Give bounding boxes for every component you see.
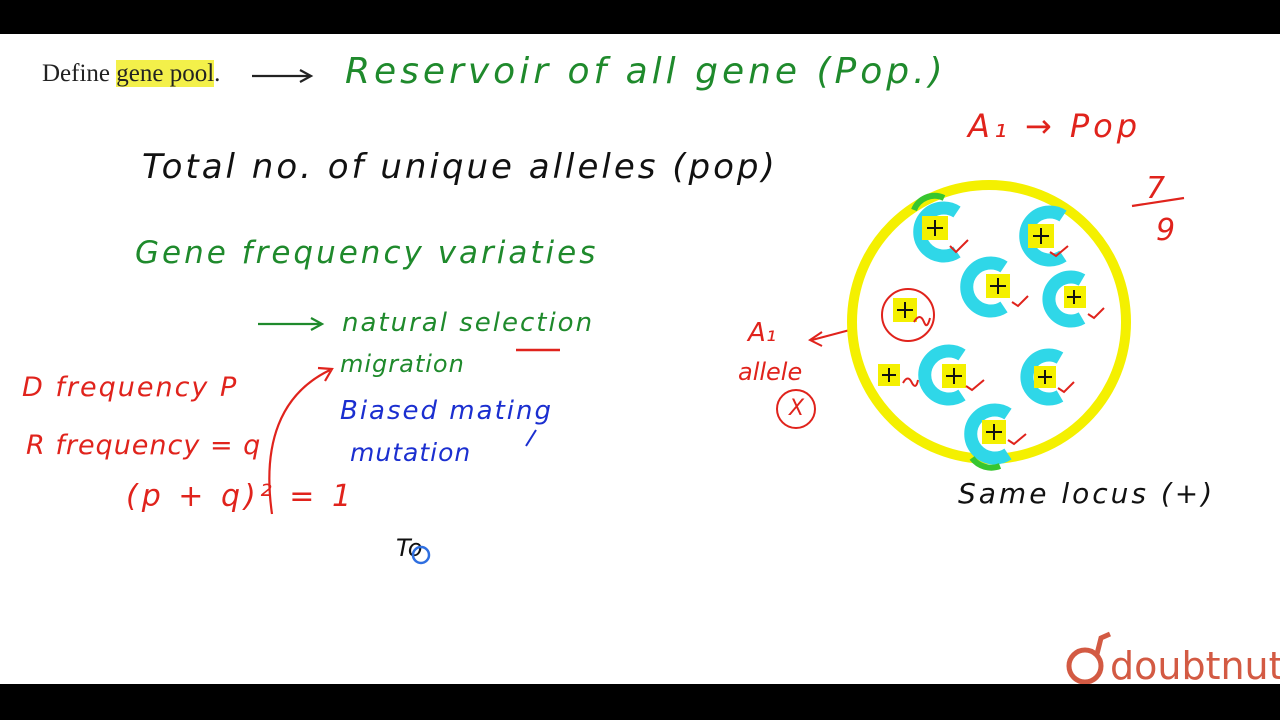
- pen-cursor: [413, 547, 429, 563]
- factors-arrow: [258, 318, 322, 330]
- bottom-letterbox: [0, 684, 1280, 720]
- mutation-mark: [526, 430, 536, 446]
- cross-circle: [777, 390, 815, 428]
- brand-name: doubtnut: [1110, 644, 1280, 684]
- whiteboard: Define gene pool. Reservoir of all gene …: [0, 34, 1280, 684]
- fraction-bar: [1132, 198, 1184, 206]
- definition-arrow: [252, 70, 311, 82]
- pen-strokes: [0, 34, 1280, 684]
- doubtnut-logo-icon: [1069, 634, 1110, 682]
- top-letterbox: [0, 0, 1280, 34]
- migration-arrow: [269, 368, 332, 514]
